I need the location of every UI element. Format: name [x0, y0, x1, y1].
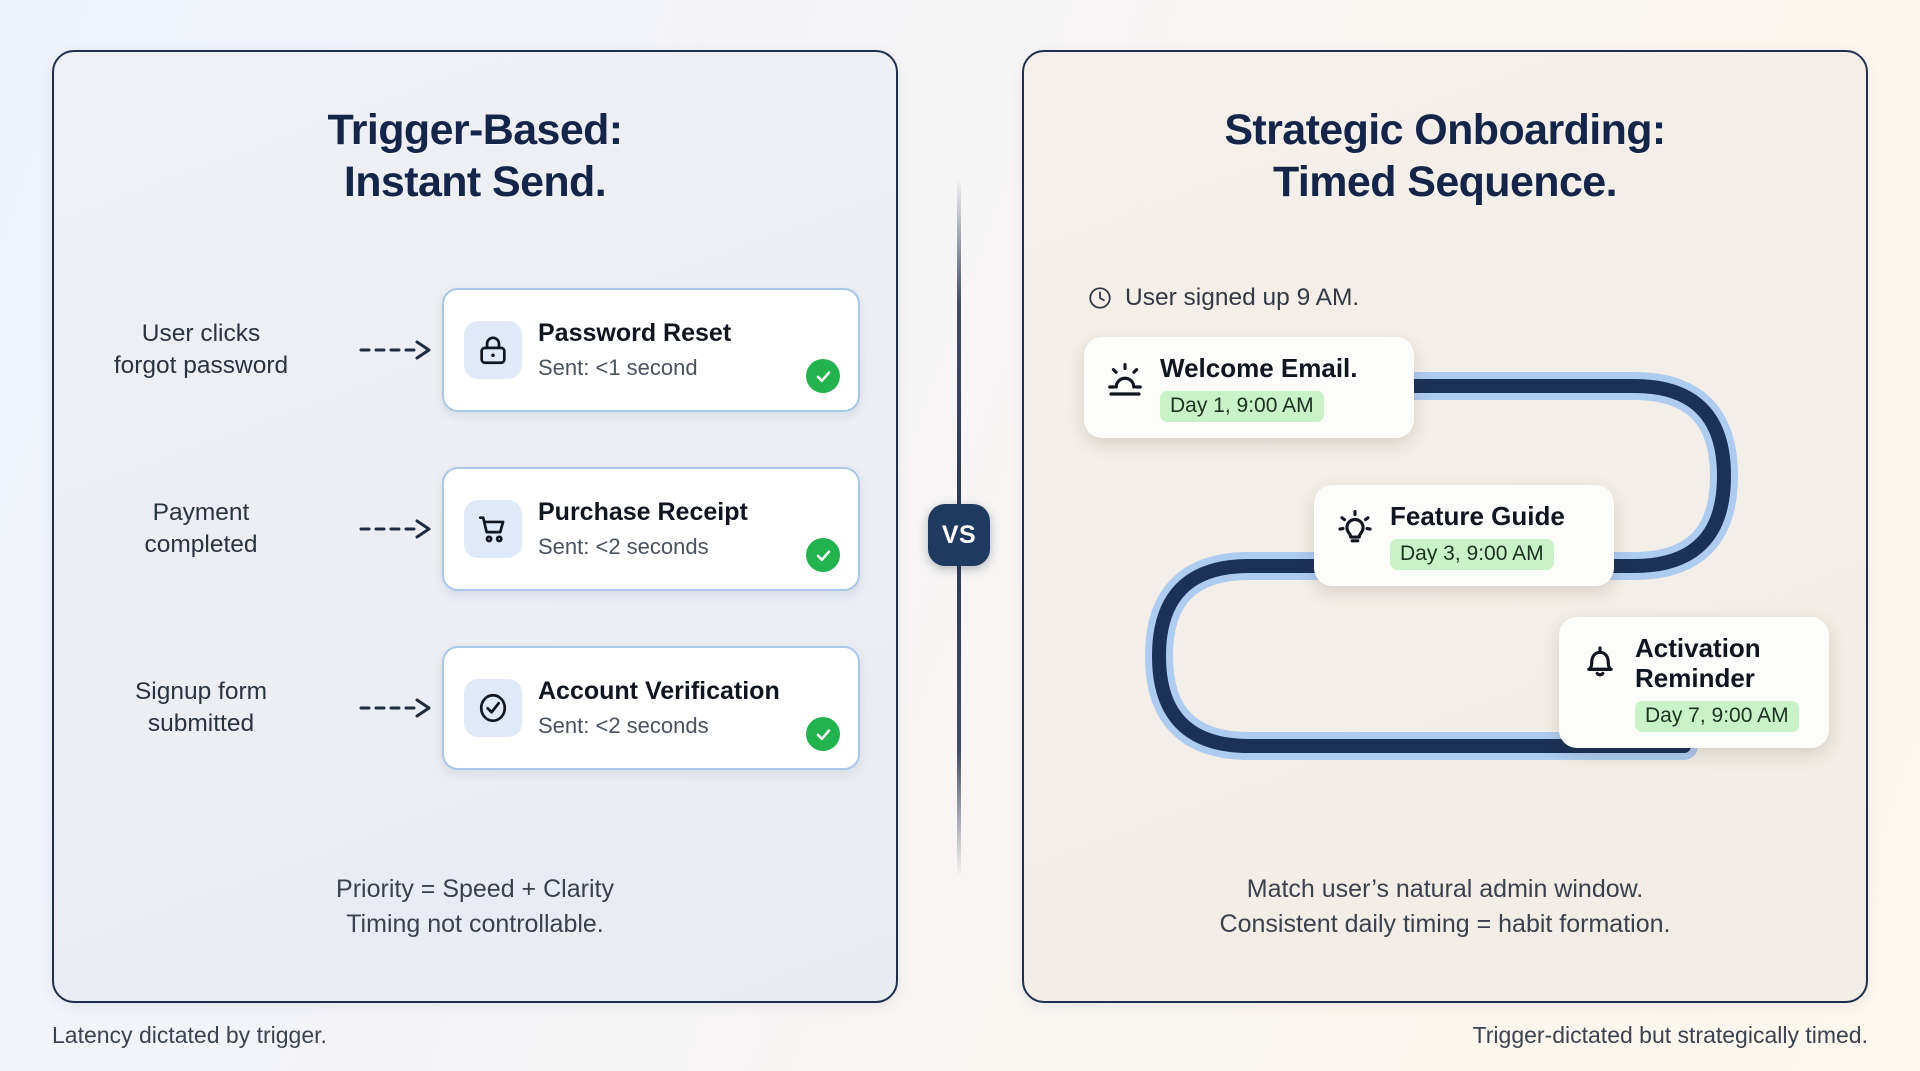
trigger-label-line-2: submitted [147, 710, 255, 737]
sequence-card-activation-reminder[interactable]: Activation Reminder Day 7, 9:00 AM [1559, 617, 1829, 749]
signup-note-text: User signed up 9 AM. [1125, 284, 1360, 311]
card-title: Purchase Receipt [538, 498, 748, 527]
card-text: Purchase Receipt Sent: <2 seconds [538, 498, 798, 559]
sequence-card-text: Welcome Email. Day 1, 9:00 AM [1160, 353, 1358, 423]
right-panel-title: Strategic Onboarding: Timed Sequence. [1024, 104, 1866, 209]
card-text: Password Reset Sent: <1 second [538, 319, 798, 380]
left-footnote-line-1: Priority = Speed + Clarity [336, 875, 614, 903]
check-circle-icon [464, 679, 522, 737]
trigger-label-line-2: completed [144, 531, 258, 558]
right-title-line-2: Timed Sequence. [1273, 158, 1617, 207]
left-panel-title: Trigger-Based: Instant Send. [54, 104, 896, 209]
vs-badge: VS [928, 504, 990, 566]
panel-strategic-onboarding: Strategic Onboarding: Timed Sequence. Us… [1022, 50, 1868, 1003]
card-title: Account Verification [538, 677, 780, 706]
email-card-password-reset[interactable]: Password Reset Sent: <1 second [442, 288, 860, 412]
sequence-card-title: Welcome Email. [1160, 353, 1358, 383]
sequence-card-text: Feature Guide Day 3, 9:00 AM [1390, 501, 1565, 571]
trigger-label: Payment completed [54, 497, 354, 562]
sequence-card-title-line-2: Reminder [1635, 663, 1755, 694]
day-badge: Day 1, 9:00 AM [1160, 391, 1324, 423]
panel-trigger-based: Trigger-Based: Instant Send. User clicks… [52, 50, 898, 1003]
lightbulb-icon [1332, 505, 1378, 551]
trigger-label-line-1: Payment [152, 498, 250, 526]
trigger-row: User clicks forgot password [54, 288, 896, 412]
sequence-card-title: Activation Reminder [1635, 633, 1799, 693]
sunrise-icon [1102, 357, 1148, 403]
trigger-label-line-1: Signup form [134, 677, 268, 705]
right-footnote: Match user’s natural admin window. Consi… [1024, 872, 1866, 941]
card-subtitle: Sent: <1 second [538, 355, 698, 381]
sequence-card-feature-guide[interactable]: Feature Guide Day 3, 9:00 AM [1314, 485, 1614, 587]
dashed-arrow-icon [354, 339, 442, 361]
lock-icon [464, 321, 522, 379]
signup-time-note: User signed up 9 AM. [1087, 284, 1359, 312]
card-title: Password Reset [538, 319, 732, 348]
trigger-label-line-2: forgot password [113, 352, 289, 379]
dashed-arrow-icon [354, 697, 442, 719]
sequence-card-title: Feature Guide [1390, 501, 1565, 531]
sequence-card-text: Activation Reminder Day 7, 9:00 AM [1635, 633, 1799, 733]
clock-icon [1087, 285, 1113, 311]
status-check-icon [806, 359, 840, 393]
trigger-rows: User clicks forgot password [54, 288, 896, 770]
day-badge: Day 3, 9:00 AM [1390, 539, 1554, 571]
right-footnote-line-1: Match user’s natural admin window. [1246, 875, 1644, 903]
card-text: Account Verification Sent: <2 seconds [538, 677, 798, 738]
right-footnote-line-2: Consistent daily timing = habit formatio… [1219, 909, 1671, 938]
email-card-account-verification[interactable]: Account Verification Sent: <2 seconds [442, 646, 860, 770]
bell-icon [1577, 637, 1623, 683]
card-subtitle: Sent: <2 seconds [538, 534, 709, 560]
left-footnote-line-2: Timing not controllable. [346, 909, 604, 938]
trigger-label: User clicks forgot password [54, 318, 354, 383]
trigger-row: Payment completed [54, 467, 896, 591]
left-title-line-2: Instant Send. [343, 158, 607, 207]
sequence-card-title-line-1: Activation [1635, 633, 1761, 663]
caption-left: Latency dictated by trigger. [52, 1022, 327, 1048]
trigger-label-line-1: User clicks [141, 319, 261, 347]
trigger-row: Signup form submitted [54, 646, 896, 770]
email-card-purchase-receipt[interactable]: Purchase Receipt Sent: <2 seconds [442, 467, 860, 591]
sequence-card-welcome-email[interactable]: Welcome Email. Day 1, 9:00 AM [1084, 337, 1414, 439]
trigger-label: Signup form submitted [54, 676, 354, 741]
right-title-line-1: Strategic Onboarding: [1224, 106, 1666, 154]
status-check-icon [806, 717, 840, 751]
left-footnote: Priority = Speed + Clarity Timing not co… [54, 872, 896, 941]
shopping-cart-icon [464, 500, 522, 558]
dashed-arrow-icon [354, 518, 442, 540]
caption-right: Trigger-dictated but strategically timed… [1472, 1022, 1868, 1048]
left-title-line-1: Trigger-Based: [327, 106, 623, 154]
card-subtitle: Sent: <2 seconds [538, 713, 709, 739]
status-check-icon [806, 538, 840, 572]
day-badge: Day 7, 9:00 AM [1635, 701, 1799, 733]
